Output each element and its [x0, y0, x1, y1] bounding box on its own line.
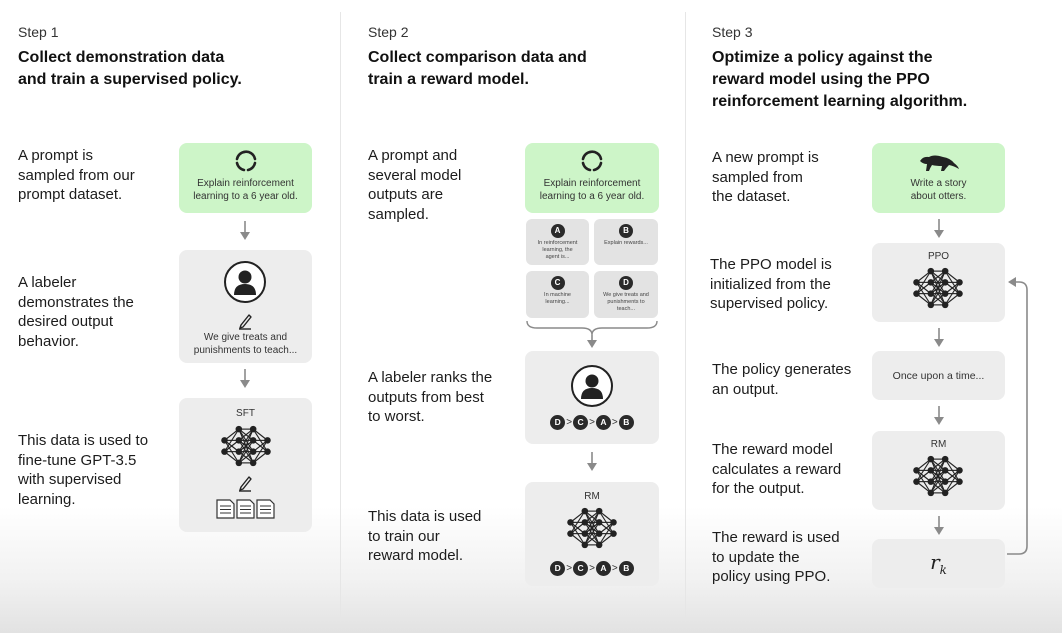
- otter-icon: [920, 155, 959, 171]
- ranking-box: D>C>A>B: [525, 351, 659, 444]
- arrow-down-icon: [240, 221, 250, 241]
- step-label: Step 1: [18, 24, 59, 40]
- pencil-icon: [238, 314, 252, 330]
- refresh-icon: [235, 150, 257, 172]
- model-label: RM: [584, 491, 600, 502]
- neural-network-icon: [566, 507, 618, 549]
- reward-model-box: RM D>C>A>B: [525, 482, 659, 586]
- reward-box: rk: [872, 539, 1005, 588]
- arrow-down-icon: [934, 328, 944, 348]
- arrow-down-icon: [934, 219, 944, 239]
- refresh-icon: [581, 150, 603, 172]
- brace-arrow-icon: [526, 320, 658, 348]
- person-icon: [571, 365, 613, 407]
- neural-network-icon: [912, 267, 964, 309]
- column-divider: [685, 12, 686, 618]
- person-icon: [224, 261, 266, 303]
- model-output-card: B Explain rewards...: [594, 219, 658, 265]
- pencil-icon: [238, 476, 252, 492]
- reward-model-box: RM: [872, 431, 1005, 510]
- sft-model-box: SFT: [179, 398, 312, 532]
- arrow-down-icon: [587, 452, 597, 472]
- output-letter-badge: A: [550, 224, 565, 238]
- output-letter-badge: B: [619, 224, 633, 238]
- arrow-down-icon: [934, 516, 944, 536]
- feedback-arrow-icon: [1007, 277, 1028, 555]
- neural-network-icon: [220, 425, 272, 467]
- policy-output-box: Once upon a time...: [872, 351, 1005, 400]
- output-letter-badge: C: [550, 276, 565, 290]
- ranking-order: D>C>A>B: [525, 560, 659, 578]
- model-label: SFT: [236, 408, 255, 419]
- ppo-model-box: PPO: [872, 243, 1005, 322]
- model-label: RM: [930, 439, 947, 450]
- document-icon: [216, 499, 275, 519]
- arrow-down-icon: [934, 406, 944, 426]
- neural-network-icon: [912, 455, 964, 497]
- arrow-down-icon: [240, 369, 250, 389]
- policy-output-text: Once upon a time...: [892, 370, 985, 382]
- ranking-order: D>C>A>B: [525, 414, 659, 432]
- output-text: Explain rewards...: [604, 240, 648, 246]
- step-label: Step 2: [368, 24, 409, 40]
- model-label: PPO: [927, 251, 950, 262]
- output-letter-badge: D: [619, 276, 633, 290]
- step-label: Step 3: [712, 24, 753, 40]
- reward-symbol: rk: [930, 550, 947, 577]
- column-divider: [340, 12, 341, 618]
